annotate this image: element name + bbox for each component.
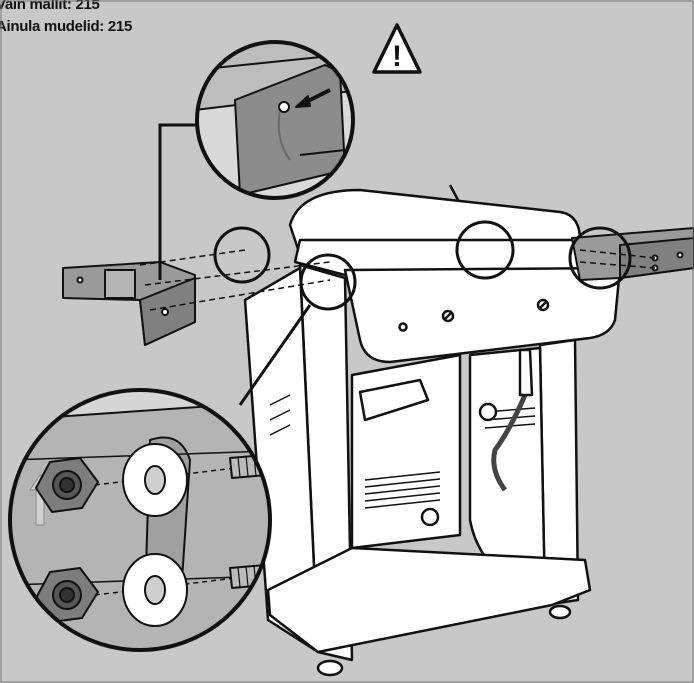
model-labels: Vain mallit: 215 Ainula mudelid: 215	[0, 0, 132, 38]
leader-line	[158, 123, 312, 406]
control-knob	[398, 298, 550, 332]
warning-symbol: !	[392, 40, 402, 73]
grill-cart	[243, 184, 622, 677]
right-side-bracket	[571, 227, 694, 281]
left-side-bracket	[62, 261, 196, 346]
warning-icon: !	[372, 23, 422, 74]
zoom-detail-top	[195, 40, 355, 200]
hex-nut	[35, 457, 99, 623]
zoom-detail-bottom	[8, 388, 272, 652]
washer	[122, 443, 188, 627]
model-label-et: Ainula mudelid: 215	[0, 18, 132, 35]
caster-wheel	[316, 604, 572, 677]
model-label-fi: Vain mallit: 215	[0, 0, 100, 13]
callout-circle	[213, 220, 632, 311]
